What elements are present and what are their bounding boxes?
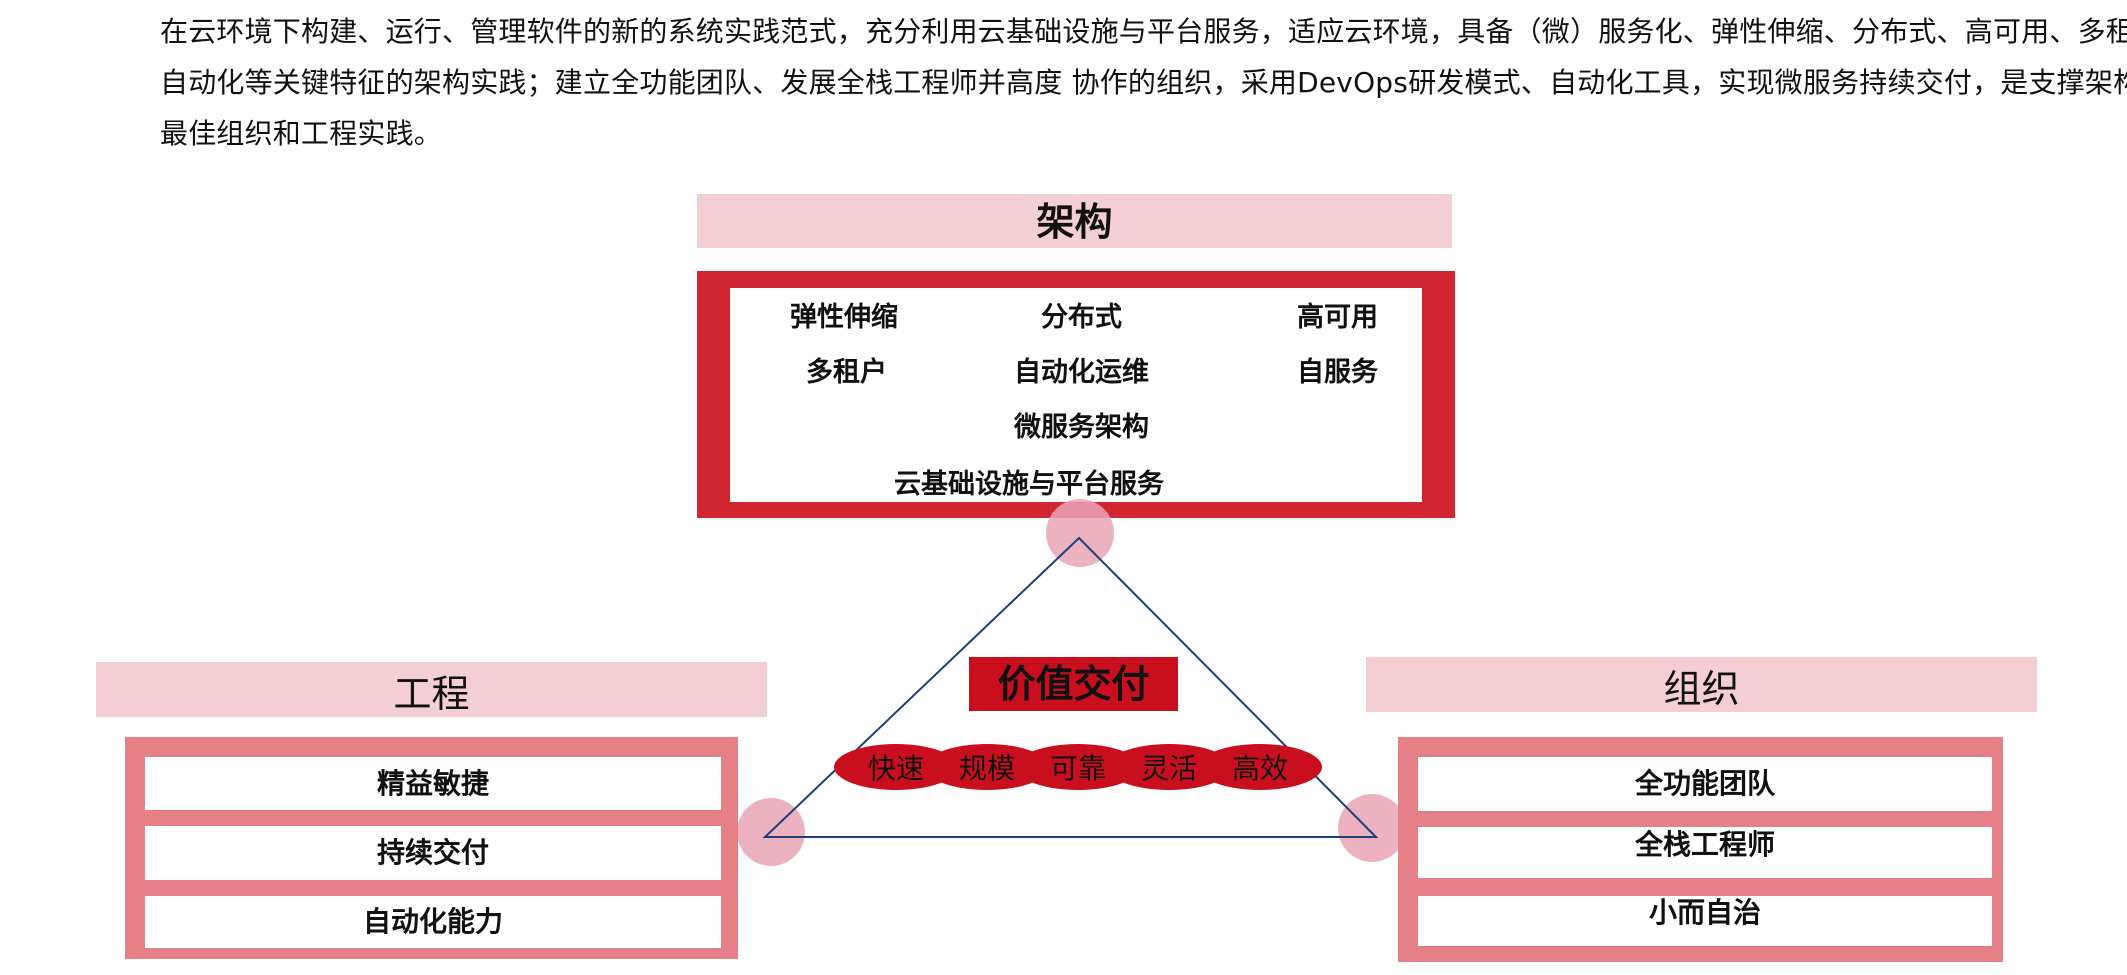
- trait-ellipse-reliable: [1016, 744, 1140, 790]
- engineering-item-continuous-delivery: 持续交付: [145, 826, 721, 880]
- trait-ellipse-flexible: [1107, 744, 1231, 790]
- trait-ellipse-efficient: [1198, 744, 1322, 790]
- organization-item-small-autonomous: 小而自治: [1418, 896, 1992, 946]
- trait-label-reliable: 可靠: [1049, 752, 1106, 785]
- arch-item-elastic-scaling: 弹性伸缩: [790, 302, 898, 333]
- arch-item-cloud-infrastructure: 云基础设施与平台服务: [894, 469, 1164, 500]
- architecture-box: [730, 288, 1422, 502]
- trait-ellipse-fast: [834, 744, 958, 790]
- arch-item-microservices: 微服务架构: [1014, 412, 1149, 443]
- value-delivery-box: 价值交付: [969, 657, 1178, 711]
- organization-item-full-stack-engineer: 全栈工程师: [1418, 827, 1992, 878]
- triangle-vertex-top: [1046, 499, 1114, 567]
- value-triangle: [762, 536, 1379, 838]
- intro-paragraph: 在云环境下构建、运行、管理软件的新的系统实践范式，充分利用云基础设施与平台服务，…: [160, 6, 2127, 159]
- engineering-title: 工程: [96, 662, 767, 717]
- trait-label-fast: 快速: [867, 752, 924, 785]
- intro-line-2: 自动化等关键特征的架构实践；建立全功能团队、发展全栈工程师并高度 协作的组织，采…: [160, 66, 2127, 99]
- architecture-title: 架构: [697, 194, 1452, 248]
- engineering-item-lean-agile: 精益敏捷: [145, 757, 721, 810]
- trait-label-efficient: 高效: [1231, 752, 1288, 785]
- triangle-vertex-right: [1338, 794, 1406, 862]
- organization-item-cross-functional-team: 全功能团队: [1418, 757, 1992, 811]
- arch-item-self-service: 自服务: [1297, 357, 1378, 388]
- trait-label-flexible: 灵活: [1140, 752, 1197, 785]
- trait-ellipse-scale: [925, 744, 1049, 790]
- arch-item-high-availability: 高可用: [1297, 302, 1378, 333]
- trait-label-scale: 规模: [958, 752, 1015, 785]
- arch-item-multi-tenant: 多租户: [806, 357, 887, 388]
- arch-item-distributed: 分布式: [1041, 302, 1122, 333]
- organization-title: 组织: [1366, 657, 2037, 712]
- arch-item-auto-ops: 自动化运维: [1014, 357, 1149, 388]
- intro-line-1: 在云环境下构建、运行、管理软件的新的系统实践范式，充分利用云基础设施与平台服务，…: [160, 15, 2127, 48]
- intro-line-3: 最佳组织和工程实践。: [160, 117, 443, 150]
- engineering-item-automation: 自动化能力: [145, 896, 721, 948]
